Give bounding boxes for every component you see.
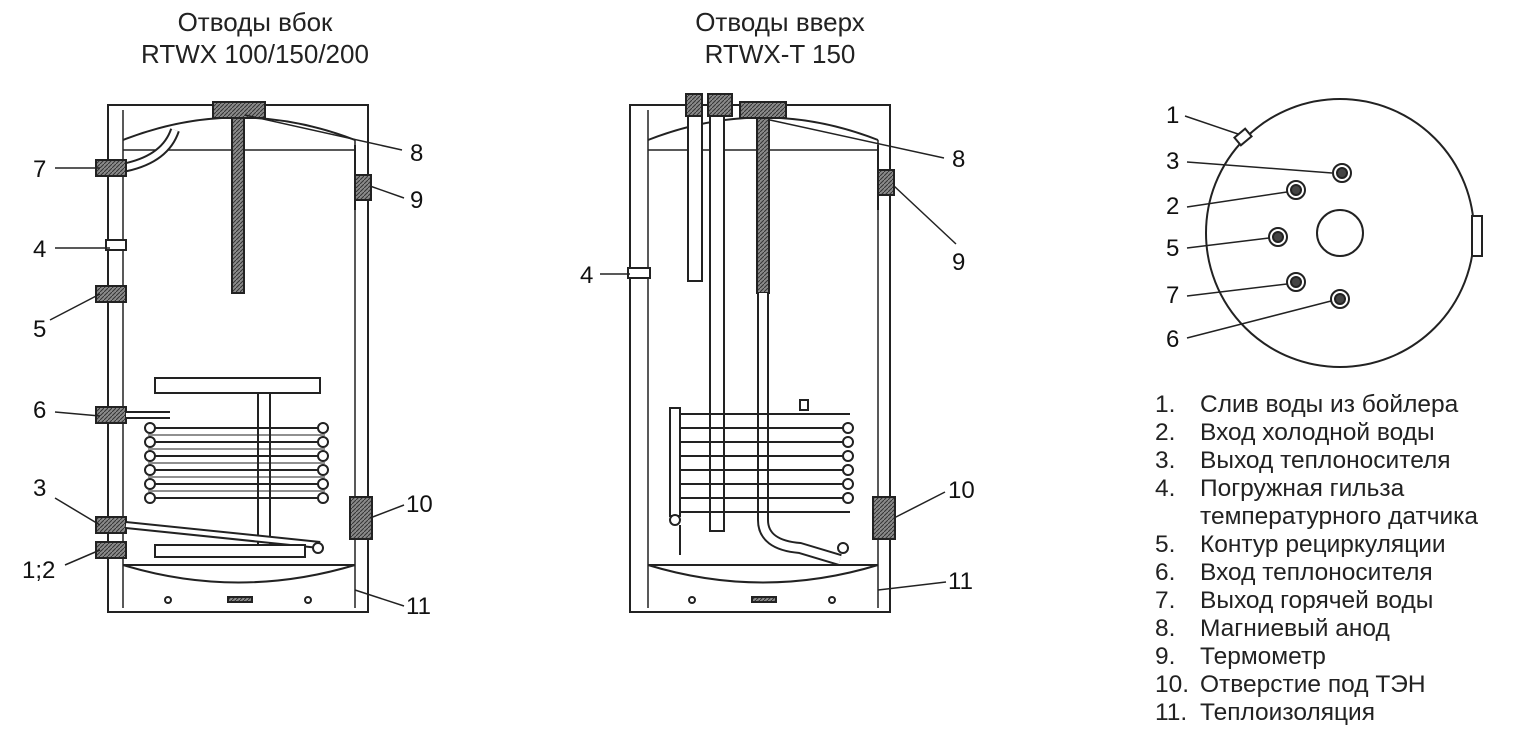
left-callout-10: 10 (406, 491, 433, 518)
right-title-line1: Отводы вверх (695, 7, 865, 37)
right-magnesium-anode (756, 117, 770, 294)
left-callout-11: 11 (406, 593, 431, 620)
top-view-drain (1233, 127, 1253, 147)
top-callout-2: 2 (1166, 193, 1179, 220)
right-callout-10: 10 (948, 477, 975, 504)
left-callout-lines (49, 114, 405, 607)
top-callout-5: 5 (1166, 235, 1179, 262)
left-heat-coil (144, 422, 329, 504)
legend: 1.Слив воды из бойлера 2.Вход холодной в… (1155, 391, 1478, 727)
right-bottom-dome (647, 564, 879, 584)
right-callout-8: 8 (952, 146, 965, 173)
top-callout-1: 1 (1166, 102, 1179, 129)
right-diagram-title: Отводы вверх RTWX-T 150 (625, 6, 935, 70)
right-callout-lines (600, 119, 957, 591)
left-fitting-6 (95, 406, 127, 424)
left-title-line1: Отводы вбок (177, 7, 333, 37)
left-fitting-7 (95, 159, 127, 177)
left-title-line2: RTWX 100/150/200 (141, 39, 369, 69)
left-callout-1-2: 1;2 (22, 557, 55, 584)
left-fitting-1-2 (95, 541, 127, 559)
left-sensor-sleeve (105, 239, 127, 251)
top-callout-6: 6 (1166, 326, 1179, 353)
right-title-line2: RTWX-T 150 (704, 39, 856, 69)
legend-item: 6.Вход теплоносителя (1155, 559, 1433, 586)
left-fitting-5 (95, 285, 127, 303)
top-view-side-port (1471, 215, 1483, 257)
top-view (1205, 98, 1483, 368)
left-callout-4: 4 (33, 236, 46, 263)
right-heater-port (872, 496, 896, 540)
legend-item: 9.Термометр (1155, 643, 1326, 670)
top-callout-3: 3 (1166, 148, 1179, 175)
left-bottom-dome (122, 564, 356, 584)
right-callout-9: 9 (952, 249, 965, 276)
left-callout-7: 7 (33, 156, 46, 183)
right-boiler (627, 93, 896, 613)
left-anode-fitting (212, 101, 266, 119)
top-callout-7: 7 (1166, 282, 1179, 309)
legend-item: 7.Выход горячей воды (1155, 587, 1434, 614)
left-callout-3: 3 (33, 475, 46, 502)
left-callout-labels: 7 8 9 4 5 6 10 3 1;2 11 (22, 140, 433, 620)
legend-item: 10.Отверстие под ТЭН (1155, 671, 1426, 698)
right-thermometer (877, 169, 895, 196)
left-diagram-title: Отводы вбок RTWX 100/150/200 (100, 6, 410, 70)
right-callout-11: 11 (948, 568, 973, 595)
top-view-callout-lines (1184, 115, 1333, 339)
legend-item: 3.Выход теплоносителя (1155, 447, 1451, 474)
legend-item: 8.Магниевый анод (1155, 615, 1390, 642)
right-dip-tube (687, 115, 703, 282)
legend-item-continuation: температурного датчика (1200, 503, 1479, 530)
left-fitting-3 (95, 516, 127, 534)
left-callout-8: 8 (410, 140, 423, 167)
left-callout-9: 9 (410, 187, 423, 214)
right-callout-labels: 8 4 9 10 11 (580, 146, 975, 595)
legend-item: 4.Погружная гильза (1155, 475, 1405, 502)
left-thermometer (354, 174, 372, 201)
right-heat-coil (669, 407, 854, 526)
right-top-fitting-a (685, 93, 703, 117)
right-callout-4: 4 (580, 262, 593, 289)
right-top-fitting-b (707, 93, 733, 117)
legend-item: 5.Контур рециркуляции (1155, 531, 1446, 558)
legend-item: 1.Слив воды из бойлера (1155, 391, 1459, 418)
left-heater-port (349, 496, 373, 540)
legend-item: 2.Вход холодной воды (1155, 419, 1435, 446)
right-top-fitting-c (739, 101, 787, 119)
left-callout-5: 5 (33, 316, 46, 343)
left-magnesium-anode (231, 117, 245, 294)
legend-item: 11.Теплоизоляция (1155, 699, 1375, 726)
top-view-callout-labels: 1 3 2 5 7 6 (1166, 102, 1179, 353)
left-coil-top-bar (154, 377, 321, 394)
top-view-center (1316, 209, 1364, 257)
top-view-ports (1268, 163, 1352, 309)
left-boiler (95, 101, 373, 613)
right-sensor-sleeve (627, 267, 651, 279)
left-callout-6: 6 (33, 397, 46, 424)
